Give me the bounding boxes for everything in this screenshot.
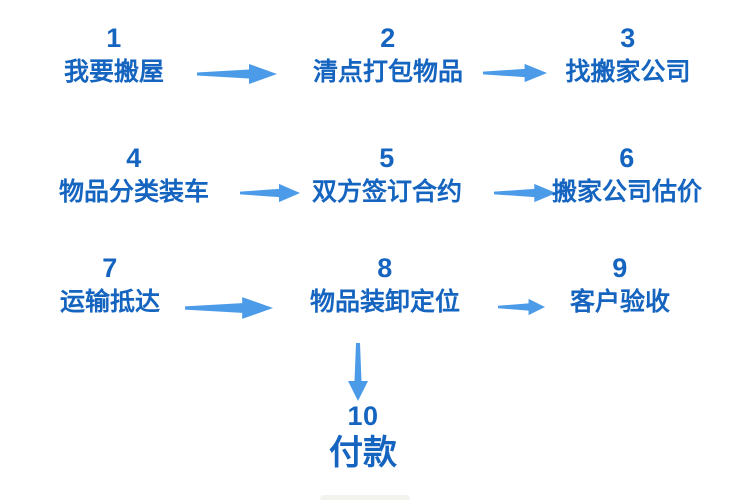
step-9-label: 客户验收 <box>569 288 671 316</box>
arrow-down-icon-8-10 <box>348 343 368 401</box>
step-7-label: 运输抵达 <box>59 288 161 316</box>
step-1-number: 1 <box>106 23 122 53</box>
arrow-right-icon-4-5 <box>240 183 300 203</box>
arrow-right-icon-7-8 <box>185 297 273 319</box>
step-3-label: 找搬家公司 <box>565 58 691 86</box>
arrow-right-icon-1-2 <box>197 64 277 84</box>
step-2: 2 清点打包物品 <box>313 24 463 87</box>
arrow-right-icon-5-6 <box>494 183 556 203</box>
step-5-number: 5 <box>379 143 395 173</box>
step-2-number: 2 <box>380 23 396 53</box>
arrow-right-icon-8-9 <box>498 298 545 316</box>
step-10-label: 付款 <box>329 434 397 472</box>
step-3: 3 找搬家公司 <box>565 24 690 87</box>
step-6: 6 搬家公司估价 <box>552 144 702 207</box>
step-3-number: 3 <box>620 23 636 53</box>
step-4-label: 物品分类装车 <box>58 178 210 206</box>
step-7: 7 运输抵达 <box>60 254 160 317</box>
step-6-label: 搬家公司估价 <box>551 178 703 206</box>
step-8: 8 物品装卸定位 <box>310 254 460 317</box>
step-10-number: 10 <box>347 401 379 431</box>
step-4: 4 物品分类装车 <box>59 144 209 207</box>
step-2-label: 清点打包物品 <box>312 58 464 86</box>
step-5-label: 双方签订合约 <box>311 178 463 206</box>
cropped-bottom-shape <box>320 495 410 500</box>
step-9: 9 客户验收 <box>570 254 670 317</box>
step-7-number: 7 <box>102 253 118 283</box>
step-8-label: 物品装卸定位 <box>309 288 461 316</box>
arrow-right-icon-2-3 <box>483 63 547 83</box>
step-1: 1 我要搬屋 <box>64 24 164 87</box>
step-4-number: 4 <box>126 143 142 173</box>
step-1-label: 我要搬屋 <box>63 58 165 86</box>
step-9-number: 9 <box>612 253 628 283</box>
step-6-number: 6 <box>619 143 635 173</box>
step-8-number: 8 <box>377 253 393 283</box>
step-10: 10 付款 <box>329 402 397 472</box>
step-5: 5 双方签订合约 <box>312 144 462 207</box>
